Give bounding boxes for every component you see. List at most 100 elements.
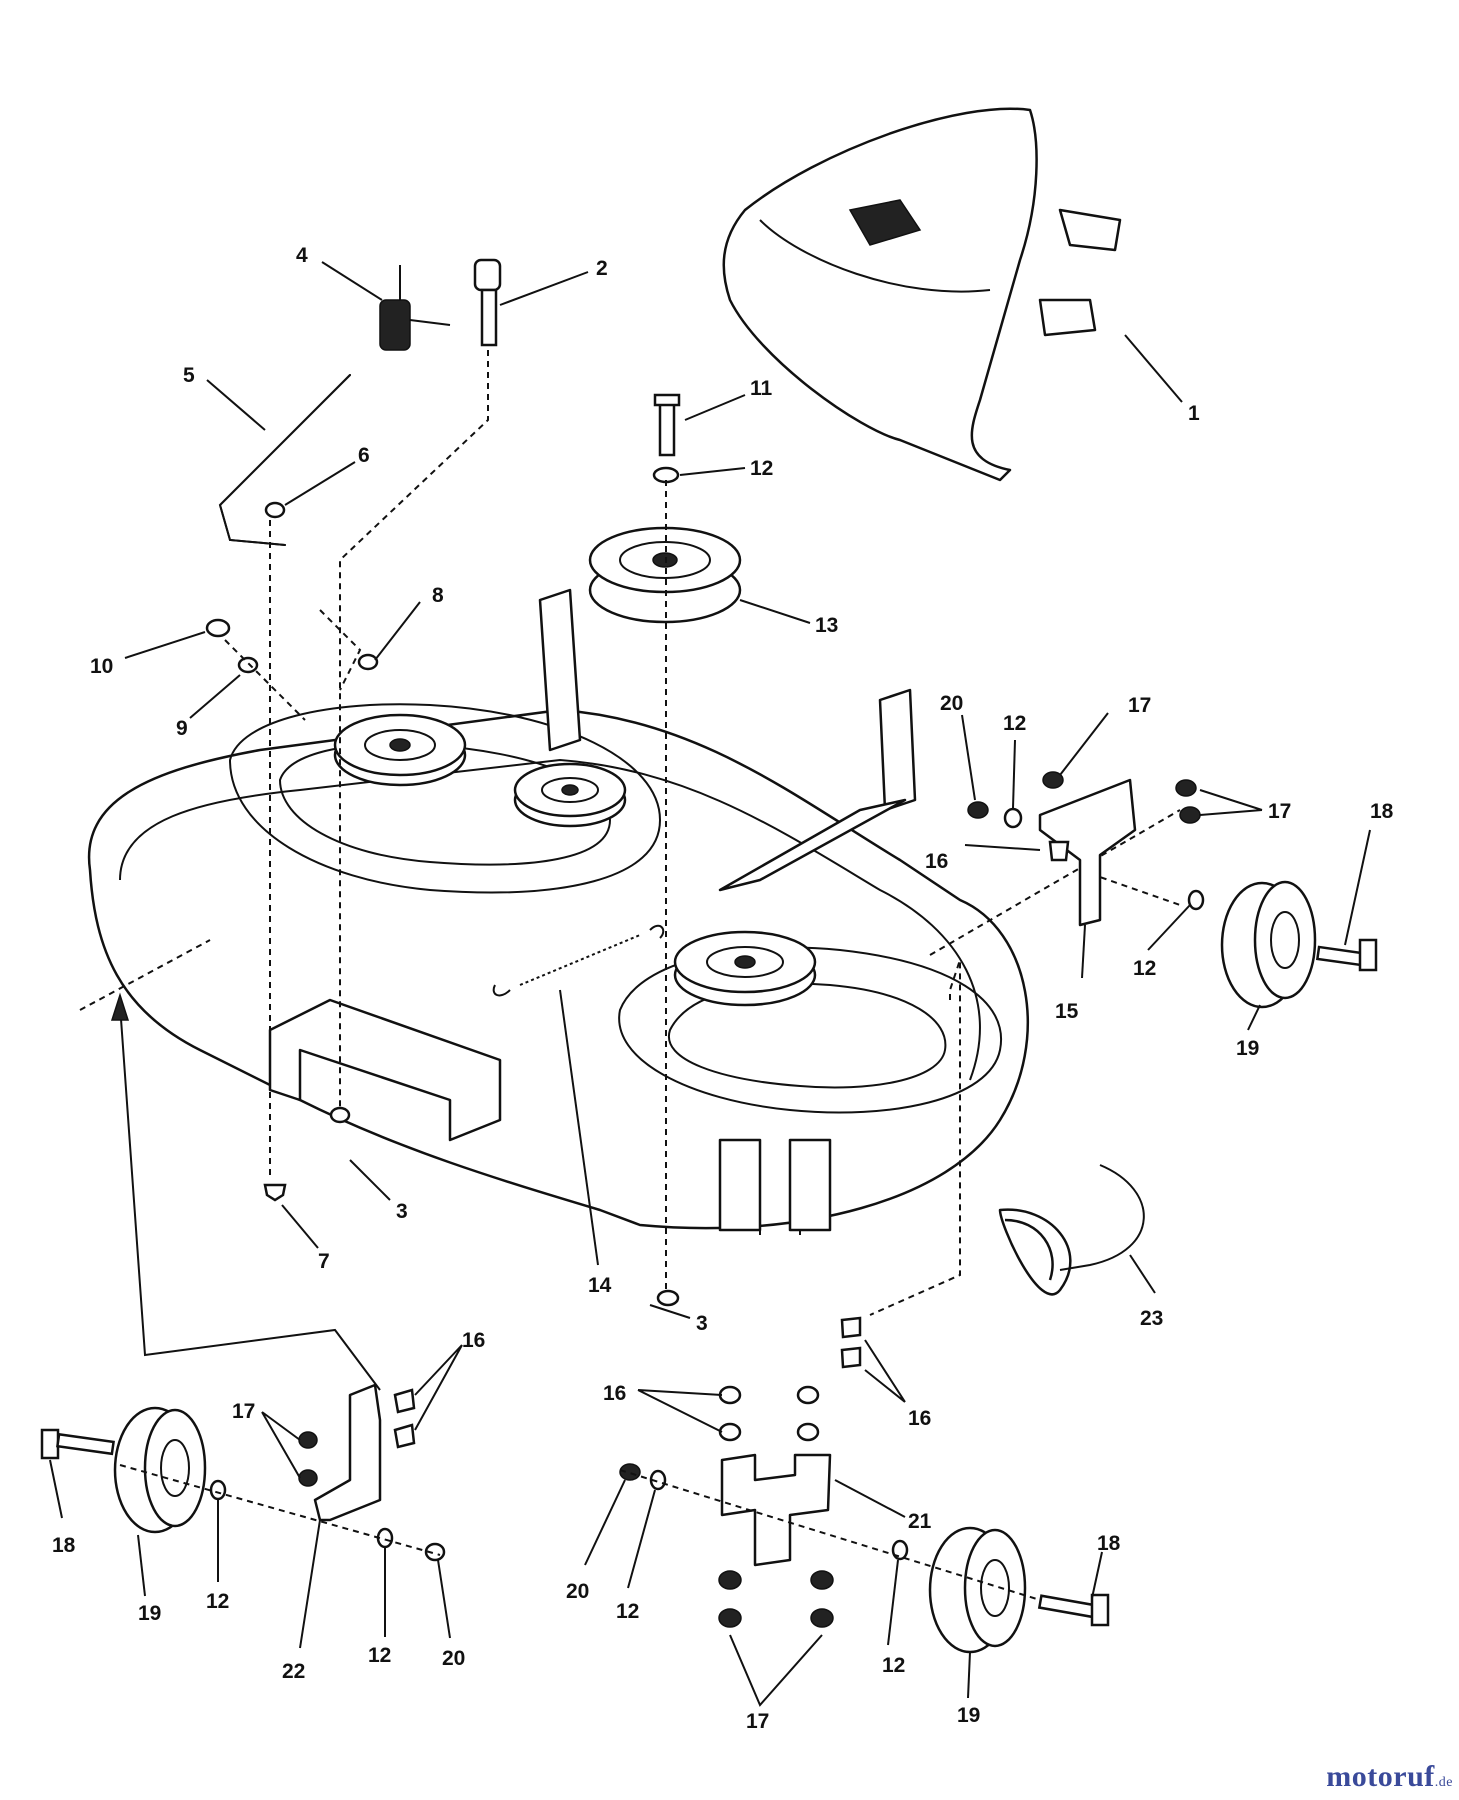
callout-13: 13 — [815, 614, 838, 637]
wheel-bracket-15 — [1038, 778, 1137, 927]
callout-21: 21 — [908, 1510, 932, 1533]
bolt-8 — [357, 653, 379, 671]
idler-pulley-13 — [588, 526, 742, 624]
callout-12-right-wheel: 12 — [1133, 957, 1156, 980]
washer-12-left-wheel — [209, 1479, 227, 1501]
belt-guard-23-band — [1059, 1164, 1145, 1271]
callout-9: 9 — [176, 717, 188, 740]
mower-deck-housing — [87, 703, 1029, 1235]
axle-bolt-18-right — [1315, 938, 1378, 972]
callout-12-center-right: 12 — [882, 1654, 905, 1677]
callout-18-left: 18 — [52, 1534, 76, 1557]
callout-8: 8 — [432, 584, 444, 607]
callout-16-rear: 16 — [908, 1407, 931, 1430]
callout-10: 10 — [90, 655, 113, 678]
bolt-16-center-c — [718, 1422, 742, 1442]
nut-17-left-a — [298, 1431, 318, 1449]
nut-17-right-b — [1179, 806, 1201, 824]
nut-3-left — [329, 1106, 351, 1124]
watermark-tld: .de — [1434, 1775, 1453, 1790]
nut-20-left — [424, 1542, 446, 1562]
callout-20-right: 20 — [940, 692, 963, 715]
wheel-19-left — [113, 1406, 207, 1534]
callout-12-left-bracket: 12 — [368, 1644, 391, 1667]
bolt-16-rear-b — [840, 1346, 862, 1369]
callout-12-center-left: 12 — [616, 1600, 639, 1623]
wheel-bracket-21 — [720, 1453, 832, 1567]
callout-16-left: 16 — [462, 1329, 485, 1352]
explode-line-center-wheel — [619, 1469, 1041, 1601]
bolt-16-right — [1048, 840, 1070, 862]
callout-16-center: 16 — [603, 1382, 626, 1405]
bolt-16-center-a — [718, 1385, 742, 1405]
explode-lines-deck — [79, 350, 1181, 1316]
axle-bolt-18-center — [1037, 1593, 1110, 1627]
callout-17-right: 17 — [1268, 800, 1291, 823]
callout-15: 15 — [1055, 1000, 1079, 1023]
nut-17-left-b — [298, 1469, 318, 1487]
belt-guard-23 — [998, 1208, 1072, 1296]
bolt-7 — [263, 1183, 287, 1202]
callout-20-left: 20 — [442, 1647, 465, 1670]
spindle-pulley-left — [333, 713, 467, 787]
callout-14: 14 — [588, 1274, 612, 1297]
washer-12-left-bracket — [376, 1527, 394, 1549]
lift-rod-5 — [218, 374, 351, 546]
bolt-11 — [653, 393, 681, 457]
spindle-pulley-right — [673, 930, 817, 1007]
discharge-chute-1 — [722, 107, 1122, 482]
callout-18-right: 18 — [1370, 800, 1394, 823]
callout-19-right: 19 — [1236, 1037, 1259, 1060]
wheel-19-right — [1220, 880, 1317, 1009]
callout-18-center: 18 — [1097, 1532, 1121, 1555]
washer-12-center-right — [891, 1539, 909, 1561]
wheel-bracket-22 — [313, 1383, 382, 1522]
nut-6 — [264, 501, 286, 519]
watermark-logo: motoruf.de — [1326, 1760, 1453, 1794]
watermark-text: motoruf — [1326, 1760, 1435, 1793]
bolt-16-center-b — [796, 1385, 820, 1405]
callout-labels: 1 2 3 3 4 5 6 7 8 9 10 11 12 12 12 12 12… — [52, 244, 1394, 1733]
axle-bolt-18-left — [40, 1428, 115, 1460]
nut-17-center-b — [810, 1570, 834, 1590]
callout-3-center: 3 — [696, 1312, 708, 1335]
explode-line-left-wheel — [119, 1464, 441, 1556]
washer-12-top — [652, 466, 680, 484]
callout-17-center: 17 — [746, 1710, 769, 1733]
nut-20-right — [967, 801, 989, 819]
nut-17-center-c — [718, 1608, 742, 1628]
callout-6: 6 — [358, 444, 370, 467]
callout-12-left-wheel: 12 — [206, 1590, 229, 1613]
nut-17-center-a — [718, 1570, 742, 1590]
callout-11: 11 — [750, 377, 773, 400]
washer-12-center-left — [649, 1469, 667, 1491]
washer-10 — [205, 618, 231, 638]
washer-9 — [237, 656, 259, 674]
callout-3-left: 3 — [396, 1200, 408, 1223]
callout-19-center: 19 — [957, 1704, 980, 1727]
callout-leader-lines — [49, 261, 1371, 1707]
callout-12-right-bracket: 12 — [1003, 712, 1026, 735]
nut-3-center — [656, 1289, 680, 1307]
callout-17-right-top: 17 — [1128, 694, 1151, 717]
callout-16-right: 16 — [925, 850, 948, 873]
bolt-16-left-a — [393, 1388, 416, 1414]
tension-spring-14 — [492, 924, 665, 997]
callout-17-left: 17 — [232, 1400, 255, 1423]
nut-17-center-d — [810, 1608, 834, 1628]
callout-23: 23 — [1140, 1307, 1163, 1330]
callout-19-left: 19 — [138, 1602, 161, 1625]
callout-1: 1 — [1188, 402, 1200, 425]
wheel-19-center — [928, 1526, 1027, 1654]
washer-12-right-bracket — [1003, 807, 1023, 829]
callout-20-center: 20 — [566, 1580, 589, 1603]
callout-5: 5 — [183, 364, 195, 387]
deck-hanger-brackets — [268, 588, 917, 1142]
idler-pulley-center — [513, 762, 627, 828]
nut-17-right-a — [1175, 779, 1197, 797]
callout-7: 7 — [318, 1250, 330, 1273]
washer-12-right-wheel — [1187, 889, 1205, 911]
callout-4: 4 — [296, 244, 308, 267]
bolt-16-rear-a — [840, 1316, 862, 1339]
